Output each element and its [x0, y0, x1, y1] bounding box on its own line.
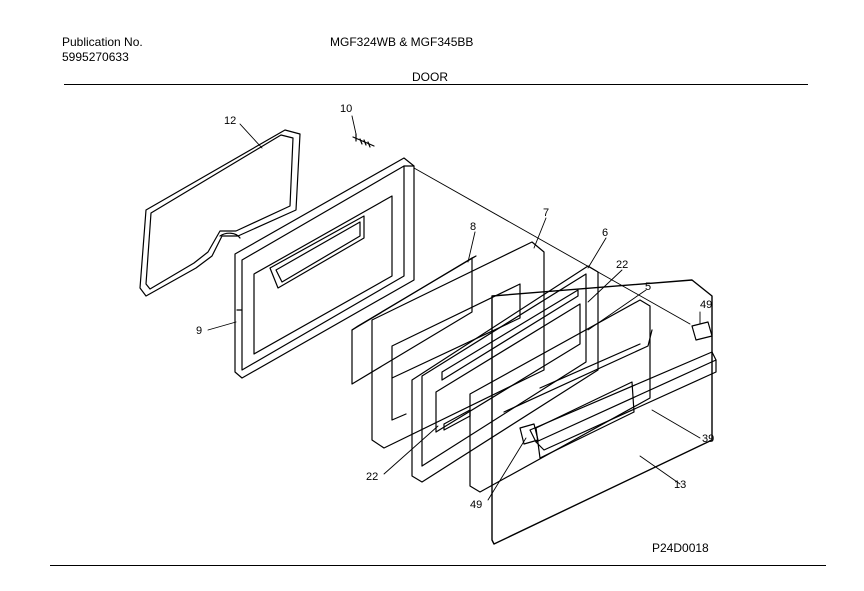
leader-lines: [207, 115, 701, 501]
glass-frame-assembly: [411, 265, 599, 483]
header-rule: [64, 84, 808, 85]
publication-label: Publication No.: [62, 35, 143, 49]
inner-door-panel: [234, 157, 415, 379]
callout-22-bottom: 22: [366, 471, 378, 483]
callout-49-right: 49: [700, 299, 712, 311]
callout-6: 6: [602, 227, 608, 239]
footer-rule: [50, 565, 826, 566]
outer-door-panel: [491, 279, 713, 545]
handle-end-cap-left: [519, 423, 539, 445]
callout-5: 5: [645, 281, 651, 293]
door-liner: [371, 241, 545, 449]
callout-10: 10: [340, 103, 352, 115]
door-handle: [529, 351, 717, 451]
callout-22-top: 22: [616, 259, 628, 271]
callout-49-left: 49: [470, 499, 482, 511]
insulation-panel: [351, 255, 477, 385]
screw-part: [352, 133, 375, 148]
callout-39: 39: [702, 433, 714, 445]
gasket-part: [139, 129, 301, 297]
callout-8: 8: [470, 221, 476, 233]
model-numbers: MGF324WB & MGF345BB: [330, 35, 474, 49]
callout-13: 13: [674, 479, 686, 491]
publication-number: 5995270633: [62, 50, 129, 64]
section-title: DOOR: [412, 70, 448, 84]
handle-end-cap-right: [691, 321, 713, 341]
figure-code: P24D0018: [652, 541, 709, 555]
callout-12: 12: [224, 115, 236, 127]
glass-panel: [469, 299, 651, 493]
callout-9: 9: [196, 325, 202, 337]
callout-7: 7: [543, 207, 549, 219]
